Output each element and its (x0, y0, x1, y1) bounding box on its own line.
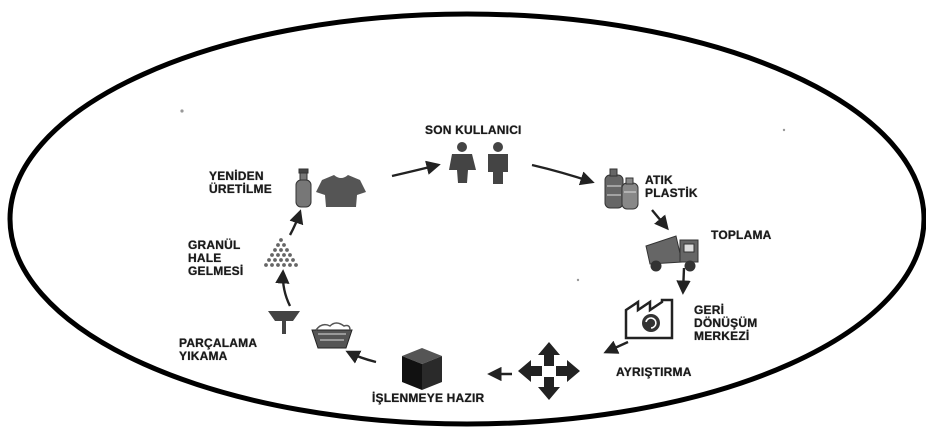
granule-dot (279, 248, 283, 252)
granule-dot (276, 243, 280, 247)
granule-dot (267, 258, 271, 262)
specks (180, 109, 786, 282)
granule-dot (276, 263, 280, 267)
arrow-granule-to-bottle (288, 209, 304, 236)
label-yeniden-uretilme: YENİDEN ÜRETİLME (209, 169, 272, 196)
label-granul-hale-gelmesi: GRANÜL HALE GELMESİ (188, 238, 244, 278)
box-icon (402, 348, 442, 390)
granule-dot (264, 263, 268, 267)
granule-dot (294, 263, 298, 267)
granule-dot (282, 263, 286, 267)
granule-dot (285, 248, 289, 252)
granule-dot (273, 248, 277, 252)
granules-icon (264, 238, 298, 267)
label-atik-plastik: ATIK PLASTİK (645, 173, 698, 200)
sorting-arrows-icon (518, 342, 580, 400)
label-son-kullanici: SON KULLANICI (425, 123, 522, 137)
granule-dot (285, 258, 289, 262)
granule-dot (288, 253, 292, 257)
garbage-truck-icon (645, 235, 699, 272)
arrow-shred-to-granule (275, 269, 292, 307)
granule-dot (270, 263, 274, 267)
label-ayristirma: AYRIŞTIRMA (616, 365, 692, 379)
label-parcalama-yikama: PARÇALAMA YIKAMA (179, 336, 258, 363)
washing-basket-icon (311, 322, 353, 349)
granule-dot (291, 258, 295, 262)
granule-dot (273, 258, 277, 262)
label-toplama: TOPLAMA (711, 228, 772, 242)
shredder-icon (268, 311, 300, 334)
people-icon (449, 142, 508, 184)
label-islenmeye-hazir: İŞLENMEYE HAZIR (372, 391, 485, 405)
bottle-icon (295, 168, 312, 208)
arrow-factory-to-sort (603, 340, 629, 354)
label-geri-donusum-merkezi: GERİ DÖNÜŞÜM MERKEZİ (694, 303, 758, 343)
recycling-factory-icon (624, 298, 674, 340)
granule-dot (282, 253, 286, 257)
granule-dot (279, 258, 283, 262)
flow-arrows (275, 160, 691, 382)
granule-dot (276, 253, 280, 257)
arrow-box-to-wash (345, 350, 377, 364)
arrow-user-to-waste (531, 163, 595, 186)
tshirt-icon (316, 175, 366, 207)
arrow-waste-to-collect (651, 209, 669, 231)
granule-dot (270, 253, 274, 257)
granule-dot (288, 263, 292, 267)
outer-ring (7, 11, 926, 427)
granule-dot (279, 238, 283, 242)
arrow-collect-to-factory (676, 267, 691, 295)
plastic-bottles-icon (604, 168, 639, 210)
arrow-shirt-to-user (391, 160, 441, 178)
granule-dot (282, 243, 286, 247)
